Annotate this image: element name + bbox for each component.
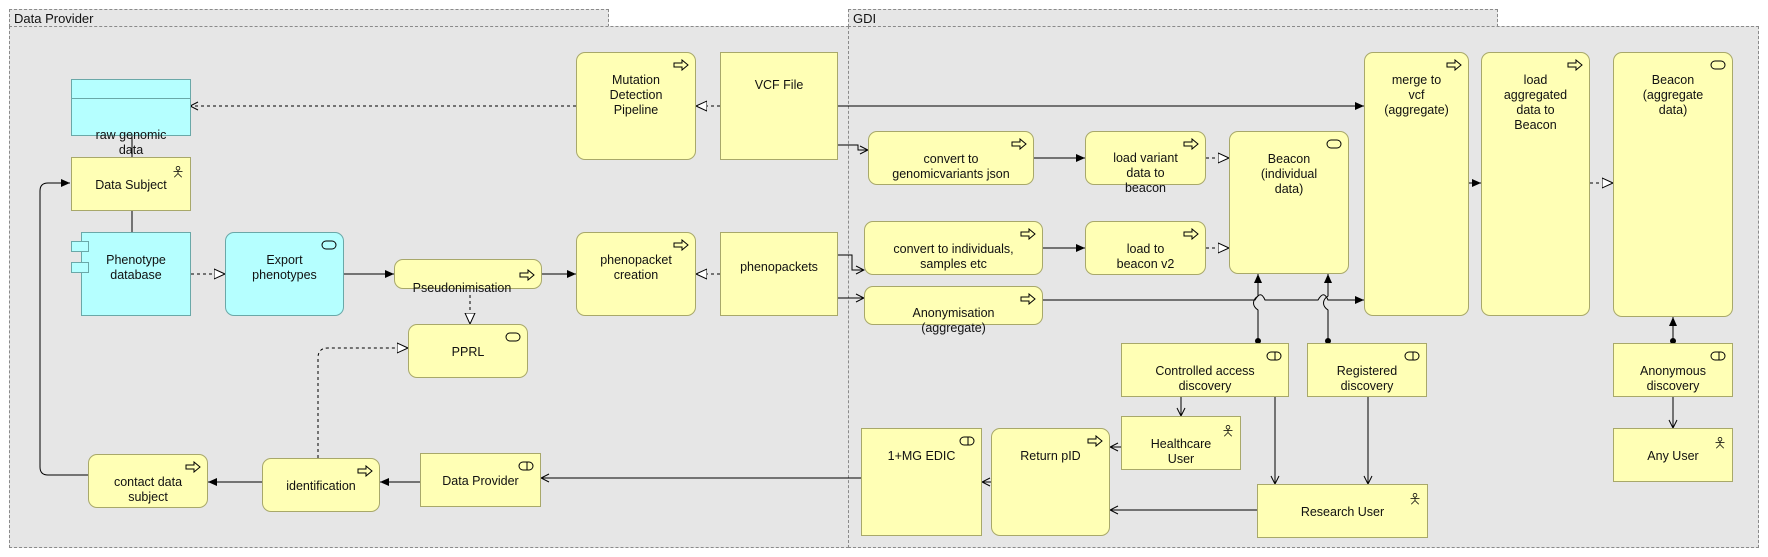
controlled-access-discovery-label: Controlled access discovery <box>1155 364 1255 393</box>
registered-discovery-label: Registered discovery <box>1336 364 1398 393</box>
process-arrow-icon <box>1020 228 1036 240</box>
export-phenotypes-node[interactable]: Export phenotypes <box>225 232 344 316</box>
pprl-node[interactable]: PPRL <box>408 324 528 378</box>
process-arrow-icon <box>1446 59 1462 71</box>
phenopackets-node[interactable]: phenopackets <box>720 232 838 316</box>
actor-icon <box>1715 437 1725 449</box>
anonymous-discovery-node[interactable]: Anonymous discovery <box>1613 343 1733 397</box>
pseudonymisation-label: Pseudonimisation <box>412 281 512 295</box>
identification-label: identification <box>286 479 356 493</box>
load-beacon-v2-label: load to beacon v2 <box>1116 242 1175 271</box>
service-icon <box>1710 60 1726 70</box>
edge-controlled-beacon <box>1253 274 1262 344</box>
edge-contact-subject <box>39 179 88 476</box>
interface-icon <box>1404 351 1420 361</box>
group-tab-data-provider: Data Provider <box>9 9 609 27</box>
process-arrow-icon <box>1183 228 1199 240</box>
group-tab-gdi: GDI <box>848 9 1498 27</box>
load-aggregated-data-node[interactable]: load aggregated data to Beacon <box>1481 52 1590 316</box>
interface-icon <box>1266 351 1282 361</box>
phenotype-database-label: Phenotype database <box>106 253 166 282</box>
phenopacket-creation-node[interactable]: phenopacket creation <box>576 232 696 316</box>
process-arrow-icon <box>1020 293 1036 305</box>
pseudonymisation-node[interactable]: Pseudonimisation <box>394 259 542 295</box>
return-pid-node[interactable]: Return pID <box>991 428 1110 536</box>
vcf-file-node[interactable]: VCF File <box>720 52 838 160</box>
any-user-node[interactable]: Any User <box>1613 428 1733 482</box>
process-arrow-icon <box>519 269 535 281</box>
beacon-aggregate-data-node[interactable]: Beacon (aggregate data) <box>1613 52 1733 317</box>
object-header-line <box>72 98 190 99</box>
vcf-file-label: VCF File <box>754 78 804 92</box>
identification-node[interactable]: identification <box>262 458 380 512</box>
edge-ident-pprl <box>317 348 408 458</box>
actor-icon <box>1410 493 1420 505</box>
contact-data-subject-node[interactable]: contact data subject <box>88 454 208 508</box>
interface-icon <box>1710 351 1726 361</box>
load-aggregated-data-label: load aggregated data to Beacon <box>1503 73 1568 132</box>
healthcare-user-node[interactable]: Healthcare User <box>1121 416 1241 470</box>
research-user-node[interactable]: Research User <box>1257 484 1428 538</box>
any-user-label: Any User <box>1647 449 1699 463</box>
service-icon <box>505 332 521 342</box>
healthcare-user-label: Healthcare User <box>1150 437 1212 466</box>
component-tab-icon <box>71 262 89 273</box>
data-provider-service-node[interactable]: Data Provider <box>420 453 541 507</box>
process-arrow-icon <box>1567 59 1583 71</box>
anonymisation-aggregate-label: Anonymisation (aggregate) <box>912 306 995 335</box>
mutation-detection-pipeline-label: Mutation Detection Pipeline <box>609 73 663 117</box>
raw-genomic-data-node[interactable]: raw genomic data <box>71 79 191 157</box>
interface-icon <box>518 461 534 471</box>
merge-to-vcf-node[interactable]: merge to vcf (aggregate) <box>1364 52 1469 316</box>
edge-phenopackets-convind <box>838 254 864 270</box>
registered-discovery-node[interactable]: Registered discovery <box>1307 343 1427 397</box>
convert-genomicvariants-label: convert to genomicvariants json <box>892 152 1010 181</box>
process-arrow-icon <box>185 461 201 473</box>
mutation-detection-pipeline-node[interactable]: Mutation Detection Pipeline <box>576 52 696 160</box>
export-phenotypes-label: Export phenotypes <box>252 253 317 282</box>
research-user-label: Research User <box>1300 505 1385 519</box>
service-icon <box>321 240 337 250</box>
pprl-label: PPRL <box>451 345 485 359</box>
contact-data-subject-label: contact data subject <box>113 475 183 504</box>
phenopackets-label: phenopackets <box>740 260 818 274</box>
process-arrow-icon <box>1183 138 1199 150</box>
load-variant-data-label: load variant data to beacon <box>1113 151 1178 195</box>
return-pid-label: Return pID <box>1020 449 1081 463</box>
edge-vcf-convert <box>838 144 868 150</box>
process-arrow-icon <box>1011 138 1027 150</box>
process-arrow-icon <box>357 465 373 477</box>
raw-genomic-data-label: raw genomic data <box>95 128 167 157</box>
load-beacon-v2-node[interactable]: load to beacon v2 <box>1085 221 1206 275</box>
anonymisation-aggregate-node[interactable]: Anonymisation (aggregate) <box>864 286 1043 335</box>
process-arrow-icon <box>1087 435 1103 447</box>
convert-individuals-node[interactable]: convert to individuals, samples etc <box>864 221 1043 275</box>
load-variant-data-node[interactable]: load variant data to beacon <box>1085 131 1206 195</box>
phenotype-database-node[interactable]: Phenotype database <box>81 232 191 316</box>
phenopacket-creation-label: phenopacket creation <box>600 253 672 282</box>
service-icon <box>1326 139 1342 149</box>
controlled-access-discovery-node[interactable]: Controlled access discovery <box>1121 343 1289 397</box>
process-arrow-icon <box>673 239 689 251</box>
data-subject-node[interactable]: Data Subject <box>71 157 191 211</box>
beacon-individual-data-node[interactable]: Beacon (individual data) <box>1229 131 1349 274</box>
beacon-individual-data-label: Beacon (individual data) <box>1260 152 1318 196</box>
merge-to-vcf-label: merge to vcf (aggregate) <box>1384 73 1449 117</box>
process-arrow-icon <box>673 59 689 71</box>
data-subject-label: Data Subject <box>95 178 167 192</box>
actor-icon <box>173 166 183 178</box>
beacon-aggregate-data-label: Beacon (aggregate data) <box>1642 73 1704 117</box>
edge-anon-merge <box>1043 294 1364 304</box>
data-provider-service-label: Data Provider <box>442 474 519 488</box>
actor-icon <box>1223 425 1233 437</box>
edic-label: 1+MG EDIC <box>887 449 956 463</box>
component-tab-icon <box>71 241 89 252</box>
edge-registered-beacon <box>1323 274 1332 344</box>
anonymous-discovery-label: Anonymous discovery <box>1639 364 1706 393</box>
convert-genomicvariants-node[interactable]: convert to genomicvariants json <box>868 131 1034 185</box>
edic-node[interactable]: 1+MG EDIC <box>861 428 982 536</box>
interface-icon <box>959 436 975 446</box>
convert-individuals-label: convert to individuals, samples etc <box>893 242 1014 271</box>
